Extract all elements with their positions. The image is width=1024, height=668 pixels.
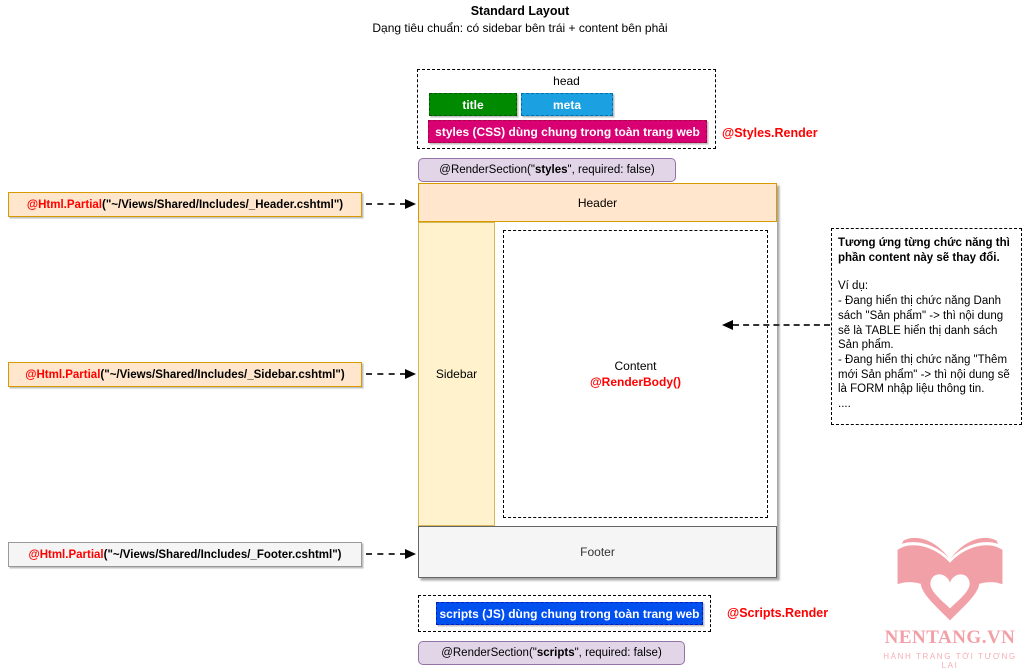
render-section-styles-name: styles [534, 164, 568, 176]
head-section-box: head title meta styles (CSS) dùng chung … [417, 69, 716, 149]
html-partial-fn: @Html.Partial [26, 198, 102, 211]
html-partial-arg: ("~/Views/Shared/Includes/_Sidebar.cshtm… [100, 368, 345, 381]
arrow-to-header [366, 203, 406, 205]
note-example-label: Ví dụ: [838, 280, 869, 293]
arrowhead-to-footer-icon [405, 549, 416, 559]
meta-tag-box: meta [521, 93, 613, 116]
html-partial-fn: @Html.Partial [28, 548, 104, 561]
note-ellipsis: .... [838, 398, 851, 411]
title-tag-box: title [429, 93, 517, 116]
layout-sidebar-box: Sidebar [418, 222, 495, 526]
shared-styles-box: styles (CSS) dùng chung trong toàn trang… [428, 120, 707, 143]
diagram-subtitle: Dạng tiêu chuẩn: có sidebar bên trái + c… [372, 21, 668, 35]
note-bullet-1: - Đang hiển thị chức năng Danh sách "Sản… [838, 295, 1004, 352]
html-partial-fn: @Html.Partial [25, 368, 101, 381]
render-section-scripts-pre: @RenderSection(" [441, 647, 537, 659]
layout-footer-box: Footer [418, 526, 777, 578]
arrow-to-content [733, 324, 830, 326]
shared-scripts-box: scripts (JS) dùng chung trong toàn trang… [436, 602, 703, 625]
arrowhead-to-header-icon [405, 199, 416, 209]
content-label: Content [614, 359, 657, 373]
render-section-scripts-post: ", required: false) [574, 647, 662, 659]
book-heart-logo-icon [897, 537, 1003, 621]
render-section-styles-box: @RenderSection("styles", required: false… [418, 158, 676, 182]
styles-render-annotation: @Styles.Render [722, 126, 818, 140]
render-section-scripts-box: @RenderSection("scripts", required: fals… [418, 641, 685, 665]
diagram-title: Standard Layout [470, 4, 570, 18]
render-section-styles-post: ", required: false) [567, 164, 655, 176]
arrowhead-to-sidebar-icon [405, 369, 416, 379]
note-intro: Tương ứng từng chức năng thì phần conten… [838, 237, 1010, 264]
render-body-label: @RenderBody() [589, 375, 682, 389]
arrow-to-footer [366, 553, 406, 555]
page-title: Standard Layout Dạng tiêu chuẩn: có side… [270, 4, 770, 35]
content-note-box: Tương ứng từng chức năng thì phần conten… [831, 228, 1022, 425]
partial-sidebar-label: @Html.Partial("~/Views/Shared/Includes/_… [8, 362, 362, 387]
arrow-to-sidebar [366, 373, 406, 375]
partial-footer-label: @Html.Partial("~/Views/Shared/Includes/_… [8, 542, 362, 567]
partial-header-label: @Html.Partial("~/Views/Shared/Includes/_… [8, 192, 362, 217]
logo-tagline: HÀNH TRANG TỚI TƯƠNG LAI [883, 652, 1017, 668]
logo-name: NENTANG.VN [884, 627, 1016, 648]
nentang-logo: NENTANG.VN HÀNH TRANG TỚI TƯƠNG LAI [876, 537, 1024, 668]
render-section-scripts-name: scripts [536, 647, 575, 659]
head-label: head [553, 74, 580, 88]
html-partial-arg: ("~/Views/Shared/Includes/_Header.cshtml… [102, 198, 344, 211]
html-partial-arg: ("~/Views/Shared/Includes/_Footer.cshtml… [103, 548, 342, 561]
layout-content-box: Content @RenderBody() [503, 230, 768, 518]
arrowhead-to-content-icon [722, 320, 733, 330]
scripts-render-annotation: @Scripts.Render [727, 606, 829, 620]
note-bullet-2: - Đang hiển thị chức năng "Thêm mới Sản … [838, 354, 1010, 396]
layout-main-box: Header Sidebar Content @RenderBody() Foo… [418, 183, 777, 578]
render-section-styles-pre: @RenderSection(" [439, 164, 535, 176]
scripts-section-box: scripts (JS) dùng chung trong toàn trang… [418, 595, 711, 632]
layout-header-box: Header [418, 183, 777, 222]
